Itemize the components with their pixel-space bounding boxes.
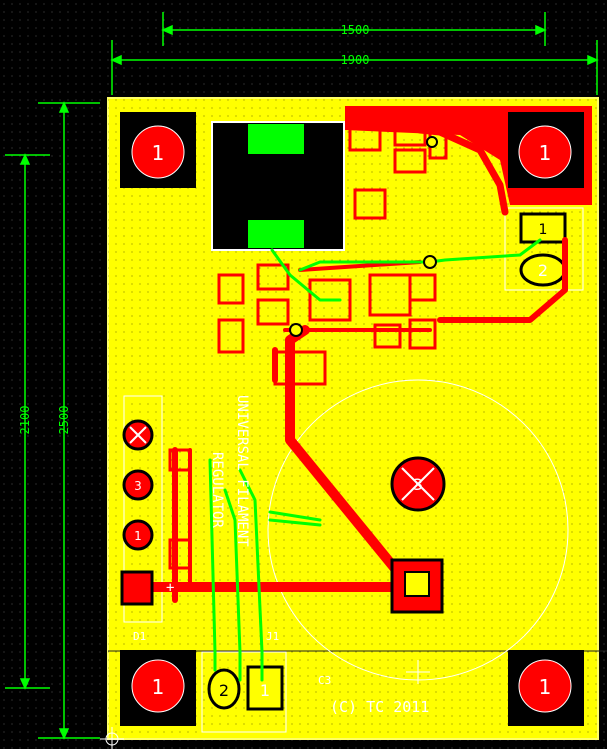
pad-label: 1	[134, 529, 142, 543]
copper-traces-green	[208, 238, 542, 682]
pad-capacitor-negative[interactable]	[390, 558, 444, 614]
mounting-hole-bottom-left[interactable]: 1	[120, 650, 196, 726]
mounting-hole-label: 1	[152, 675, 165, 699]
mounting-hole-top-right[interactable]: 1	[508, 112, 584, 188]
dimension-left-2100	[5, 153, 50, 690]
mounting-hole-label: 1	[152, 141, 165, 165]
mounting-hole-label: 1	[539, 141, 552, 165]
pad-label: 3	[134, 479, 142, 493]
dimension-left-2500	[38, 101, 100, 740]
pad-label: 2	[538, 261, 548, 280]
dimension-label-2500: 2500	[57, 406, 71, 435]
mounting-hole-label: 1	[539, 675, 552, 699]
label-d1: D1	[133, 630, 146, 643]
pad-label: 2	[219, 681, 229, 700]
pad-label: 3	[413, 475, 423, 494]
board-title-line2: REGULATOR	[209, 452, 225, 528]
pad-capacitor-hole	[404, 571, 430, 597]
dimension-label-1900: 1900	[341, 53, 370, 67]
label-plus: +	[166, 580, 174, 596]
origin-marker	[100, 727, 124, 749]
mounting-hole-top-left[interactable]: 1	[120, 112, 196, 188]
board-copyright: (C) TC 2011	[330, 698, 429, 716]
board-title-line1: UNIVERSAL FILAMENT	[234, 395, 250, 547]
dimension-top-1900	[110, 40, 599, 95]
vias	[289, 136, 438, 337]
pad-plus[interactable]	[120, 570, 154, 606]
header-left[interactable]: 3 1	[122, 395, 163, 623]
dimension-label-1500: 1500	[341, 23, 370, 37]
dimension-top-1500	[161, 12, 547, 46]
capacitor-outline	[267, 379, 569, 684]
pad-label: 1	[260, 681, 270, 700]
label-j1: J1	[266, 630, 279, 643]
mounting-hole-bottom-right[interactable]: 1	[508, 650, 584, 726]
pad-label: 1	[539, 222, 548, 238]
smd-components[interactable]	[168, 120, 448, 570]
pad-capacitor-positive[interactable]: 3	[390, 456, 446, 512]
connector-bottom[interactable]: 2 1	[201, 651, 287, 733]
dimension-label-2100: 2100	[18, 406, 32, 435]
label-c3: C3	[318, 674, 331, 687]
regulator-ic[interactable]	[211, 121, 345, 251]
